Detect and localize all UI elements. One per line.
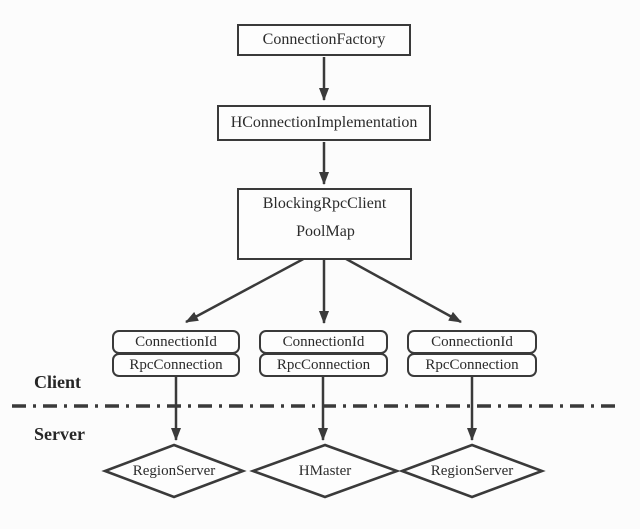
node-connection-id-left-label: ConnectionId: [135, 333, 217, 350]
node-connection-id-middle-label: ConnectionId: [282, 333, 365, 350]
node-connection-id-right-label: ConnectionId: [431, 333, 513, 350]
node-rpc-connection-middle: RpcConnection: [259, 353, 388, 377]
node-rpc-connection-right-label: RpcConnection: [425, 356, 519, 373]
diamond-regionserver-left: [101, 443, 247, 499]
node-hconnection-implementation-label: HConnectionImplementation: [230, 114, 418, 131]
node-connection-factory-label: ConnectionFactory: [262, 31, 386, 48]
node-pool-map-label: PoolMap: [296, 222, 355, 240]
node-connection-id-middle: ConnectionId: [259, 330, 388, 354]
server-node-hmaster: HMaster: [298, 462, 352, 479]
arrow-poolmap-to-stack-right: [327, 247, 462, 324]
node-hconnection-implementation: HConnectionImplementation: [217, 105, 431, 141]
node-connection-factory: ConnectionFactory: [237, 24, 411, 56]
node-blocking-rpc-client: BlockingRpcClient: [237, 188, 412, 260]
server-node-regionserver-right: RegionServer: [430, 462, 514, 479]
zone-label-server: Server: [34, 424, 85, 444]
node-rpc-connection-left: RpcConnection: [112, 353, 240, 377]
diamond-hmaster: [249, 443, 401, 499]
node-rpc-connection-left-label: RpcConnection: [129, 356, 223, 373]
node-connection-id-left: ConnectionId: [112, 330, 240, 354]
server-node-regionserver-left: RegionServer: [132, 462, 216, 479]
node-pool-map: PoolMap: [279, 215, 372, 248]
node-rpc-connection-right: RpcConnection: [407, 353, 537, 377]
node-rpc-connection-middle-label: RpcConnection: [276, 356, 371, 373]
node-connection-id-right: ConnectionId: [407, 330, 537, 354]
arrow-poolmap-to-stack-left: [185, 247, 323, 324]
diamond-regionserver-right: [398, 443, 546, 499]
node-blocking-rpc-client-label: BlockingRpcClient: [262, 195, 387, 212]
zone-label-client: Client: [34, 372, 81, 392]
